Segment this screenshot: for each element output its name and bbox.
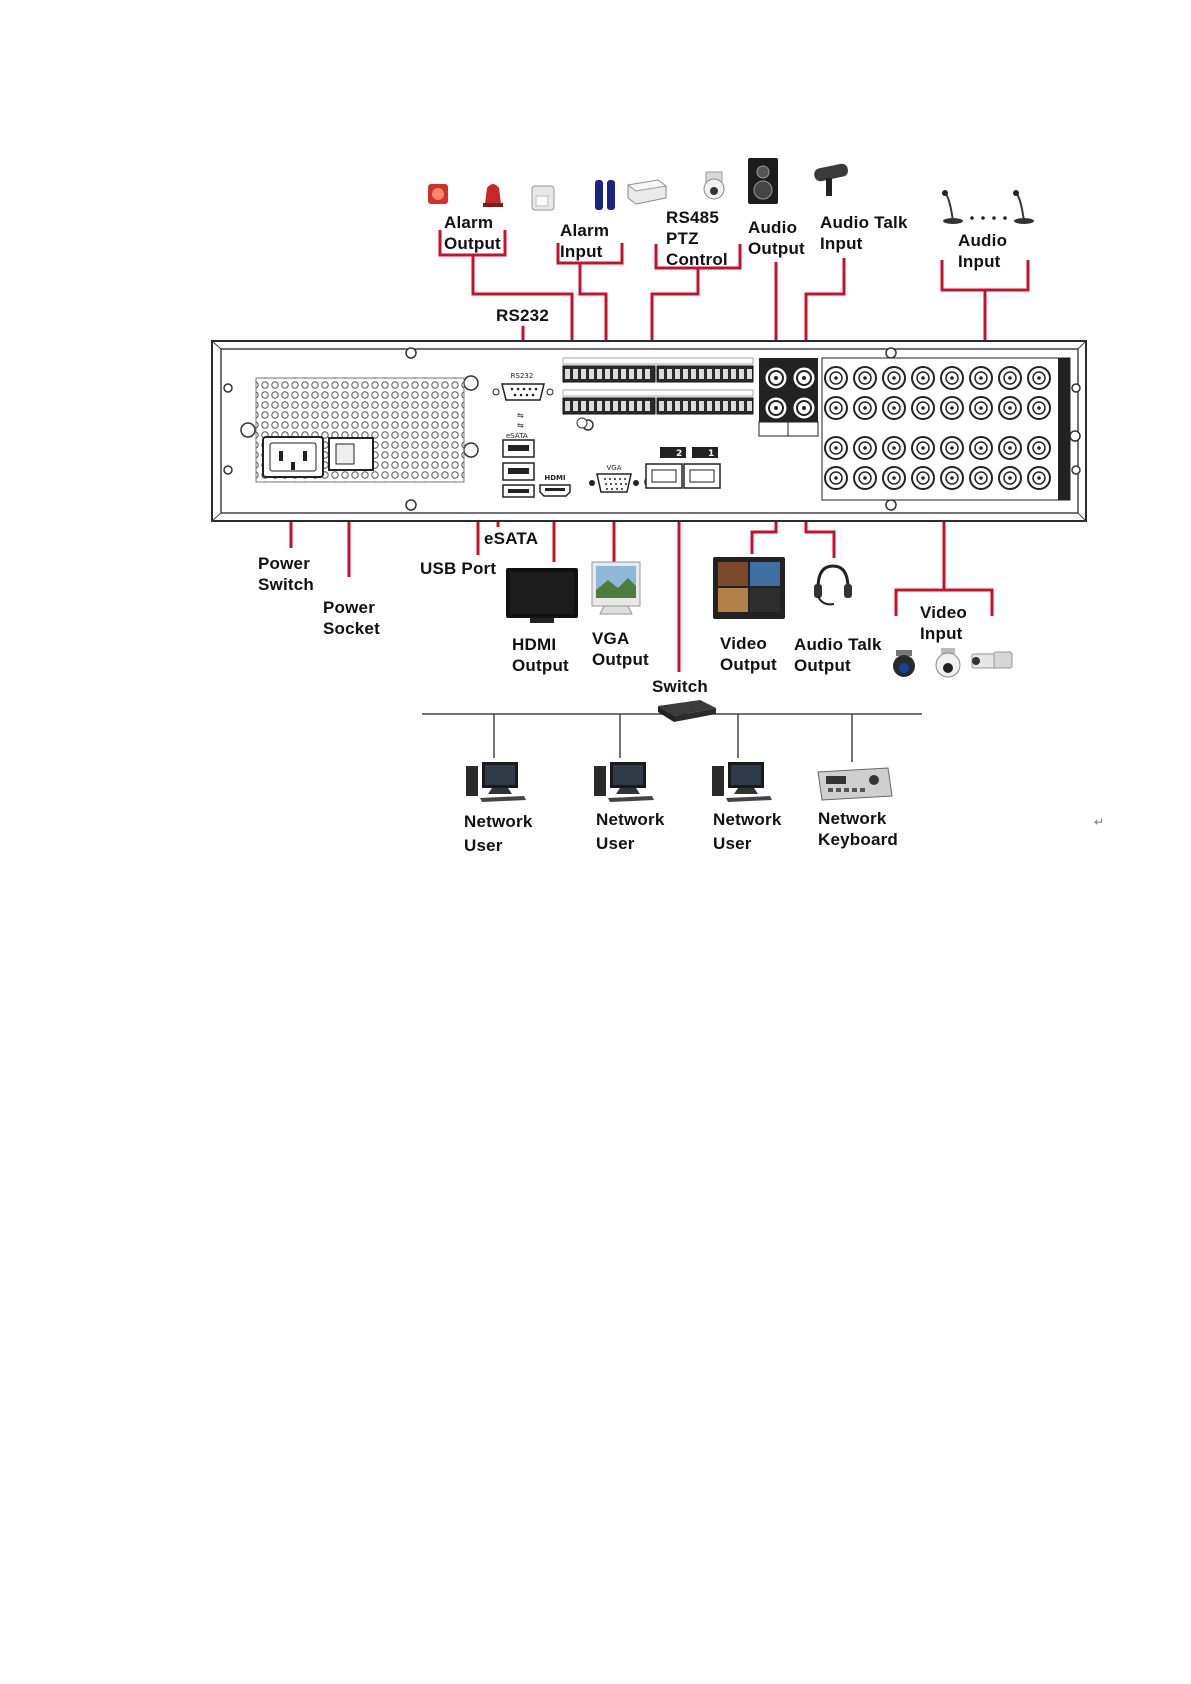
label-esata: eSATA — [484, 528, 538, 549]
label-usb-port: USB Port — [420, 558, 496, 579]
vga-monitor-icon — [592, 562, 640, 614]
alarm-beacon-icon — [483, 184, 503, 207]
lan-1-label: 1 — [708, 449, 714, 459]
video-monitor-icon — [713, 557, 785, 619]
svg-text:⇋: ⇋ — [517, 421, 524, 430]
dvr-rear-panel: RS232 ⇋ ⇋ eSATA HDMI — [212, 341, 1086, 521]
network-user-computer-icon — [466, 762, 772, 802]
hdmi-port: HDMI — [540, 474, 570, 496]
network-bus — [422, 714, 922, 762]
video-bnc-grid — [822, 358, 1070, 500]
hdmi-tv-icon — [506, 568, 578, 623]
headset-icon — [814, 566, 852, 604]
power-socket-port — [263, 437, 323, 477]
network-switch-icon — [658, 700, 716, 722]
video-cameras-icon — [893, 648, 1012, 677]
microphone-icon — [813, 163, 849, 196]
svg-text:⇋: ⇋ — [517, 411, 524, 420]
label-rs232: RS232 — [496, 305, 549, 326]
lan-2-label: 2 — [676, 449, 682, 459]
label-switch: Switch — [652, 676, 708, 697]
ptz-dome-camera-icon — [704, 172, 724, 199]
hdmi-port-label: HDMI — [544, 474, 565, 482]
rs232-port-label: RS232 — [511, 372, 534, 380]
motion-sensor-icon — [532, 186, 554, 210]
network-keyboard-icon — [818, 768, 892, 800]
alarm-siren-icon — [428, 184, 448, 204]
speaker-icon — [748, 158, 778, 204]
power-switch-port — [329, 438, 373, 470]
conference-microphone-icon — [942, 190, 1034, 224]
vga-port-label: VGA — [606, 464, 621, 472]
paragraph-mark-icon: ↵ — [1094, 815, 1104, 829]
audio-connector-block — [759, 358, 818, 436]
decoder-box-icon — [628, 180, 666, 204]
esata-port-label: eSATA — [506, 432, 528, 440]
infrared-beam-detector-icon — [595, 180, 615, 210]
